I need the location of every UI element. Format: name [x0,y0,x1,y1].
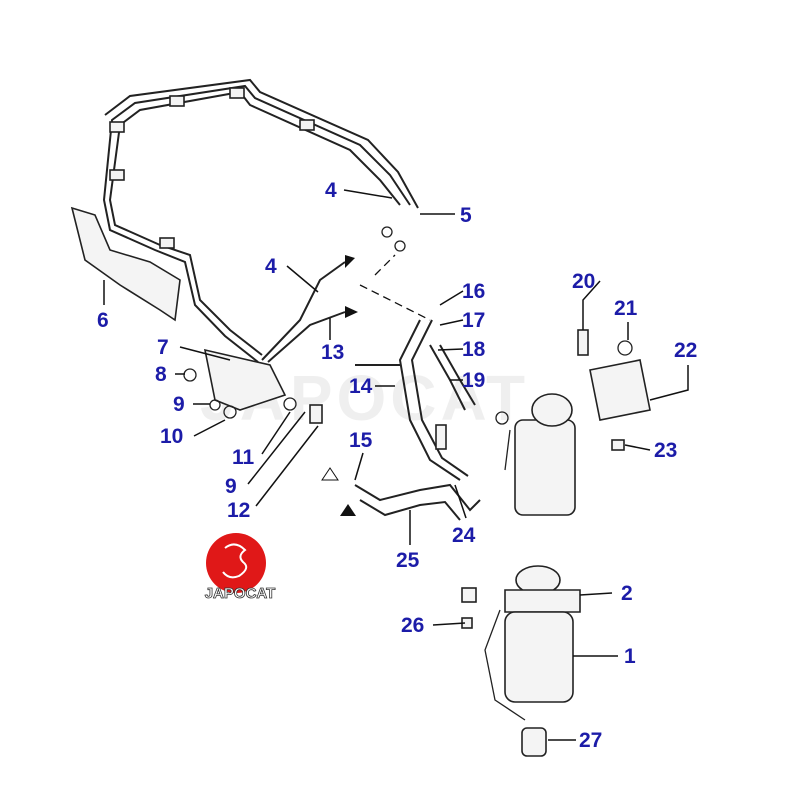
callout-8: 8 [155,363,167,386]
callout-25: 25 [396,549,420,572]
callout-24: 24 [452,524,476,547]
callout-26: 26 [401,614,424,637]
callout-13: 13 [321,341,344,364]
callout-4: 4 [265,255,277,278]
bracket-part-6 [70,206,181,322]
callout-6: 6 [97,309,109,332]
bracket-part-22 [577,329,651,451]
callout-12: 12 [227,499,250,522]
callout-14: 14 [349,375,373,398]
callout-19: 19 [462,369,485,392]
bracket-part-7 [183,348,323,424]
callout-9: 9 [225,475,237,498]
callout-20: 20 [572,270,595,293]
logo-text: JAPOCAT [205,585,276,602]
callout-9: 9 [173,393,185,416]
callout-11: 11 [232,446,255,469]
callout-16: 16 [462,280,485,303]
callout-21: 21 [614,297,638,320]
fuel-filter-assembly [461,565,581,757]
callout-15: 15 [349,429,373,452]
hose-part-4-13 [261,255,358,363]
callout-18: 18 [462,338,486,361]
callout-labels: 4 5 4 6 16 17 18 19 14 13 7 8 9 10 11 9 … [97,179,697,752]
callout-5: 5 [460,204,472,227]
fuel-filter-housing [504,393,576,516]
japocat-logo: JAPOCAT [204,533,276,602]
callout-1: 1 [624,645,636,668]
callout-17: 17 [462,309,485,332]
callout-10: 10 [160,425,183,448]
callout-23: 23 [654,439,677,462]
callout-7: 7 [157,336,169,359]
leader-lines [103,189,689,741]
callout-22: 22 [674,339,697,362]
callout-4: 4 [325,179,337,202]
callout-2: 2 [621,582,633,605]
fuel-pipe-assembly [102,78,419,363]
callout-27: 27 [579,729,602,752]
